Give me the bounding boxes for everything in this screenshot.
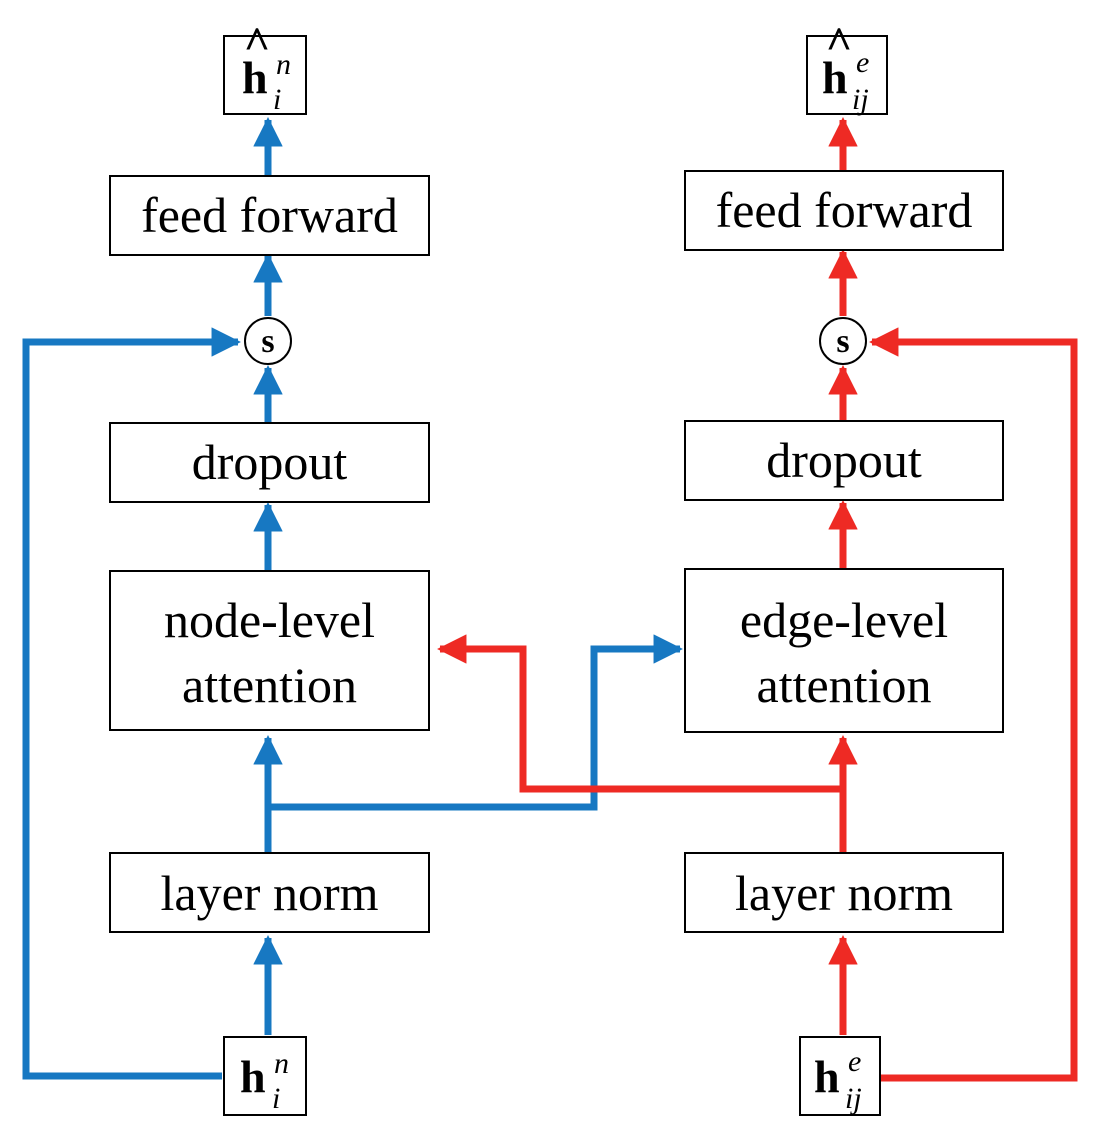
edge-level-attention-box: edge-level attention: [684, 568, 1004, 733]
node-dropout-label: dropout: [192, 434, 348, 490]
edge-sum-node: s: [819, 317, 867, 365]
arrow-node-to-edge-attention: [268, 634, 683, 811]
node-sum-label: s: [261, 323, 274, 360]
node-output-superscript: n: [276, 48, 291, 81]
edge-output-box: ^ h e ij: [806, 17, 888, 116]
edge-output-symbol: h: [822, 52, 848, 103]
edge-dropout-label: dropout: [766, 432, 922, 488]
residual-node: [22, 327, 241, 1080]
edge-layer-norm-label: layer norm: [735, 865, 953, 921]
node-input-symbol: h: [240, 1051, 266, 1102]
node-input-superscript: n: [274, 1047, 289, 1080]
node-feed-forward-label: feed forward: [141, 187, 398, 243]
edge-path-connectors: [437, 117, 1078, 1082]
edge-output-subscript: ij: [852, 83, 869, 116]
node-attention-label-line1: node-level: [164, 592, 375, 648]
node-sum-node: s: [244, 317, 292, 365]
node-feed-forward-box: feed forward: [109, 175, 430, 256]
edge-feed-forward-label: feed forward: [716, 182, 973, 238]
node-output-subscript: i: [273, 83, 281, 116]
residual-edge: [869, 327, 1078, 1082]
node-level-attention-box: node-level attention: [109, 570, 430, 731]
edge-output-superscript: e: [856, 46, 869, 79]
node-dropout-box: dropout: [109, 422, 430, 503]
edge-output-hat: ^: [826, 17, 853, 68]
edge-feed-forward-box: feed forward: [684, 170, 1004, 251]
node-attention-label-line2: attention: [182, 657, 357, 713]
node-output-box: ^ h n i: [223, 17, 307, 116]
edge-input-symbol: h: [814, 1051, 840, 1102]
node-output-hat: ^: [244, 17, 271, 68]
node-layer-norm-label: layer norm: [161, 865, 379, 921]
edge-attention-label-line2: attention: [757, 657, 932, 713]
edge-input-subscript: ij: [845, 1082, 862, 1115]
node-layer-norm-box: layer norm: [109, 852, 430, 933]
edge-input-box: h e ij: [799, 1036, 881, 1116]
edge-layer-norm-box: layer norm: [684, 852, 1004, 933]
edge-sum-label: s: [836, 323, 849, 360]
arrow-edge-to-node-attention: [437, 634, 843, 793]
edge-dropout-box: dropout: [684, 420, 1004, 501]
node-path-connectors: [22, 117, 683, 1080]
node-input-subscript: i: [272, 1082, 280, 1115]
edge-attention-label-line1: edge-level: [740, 592, 948, 648]
node-output-symbol: h: [242, 52, 268, 103]
edge-input-superscript: e: [848, 1045, 861, 1078]
node-input-box: h n i: [223, 1036, 307, 1116]
